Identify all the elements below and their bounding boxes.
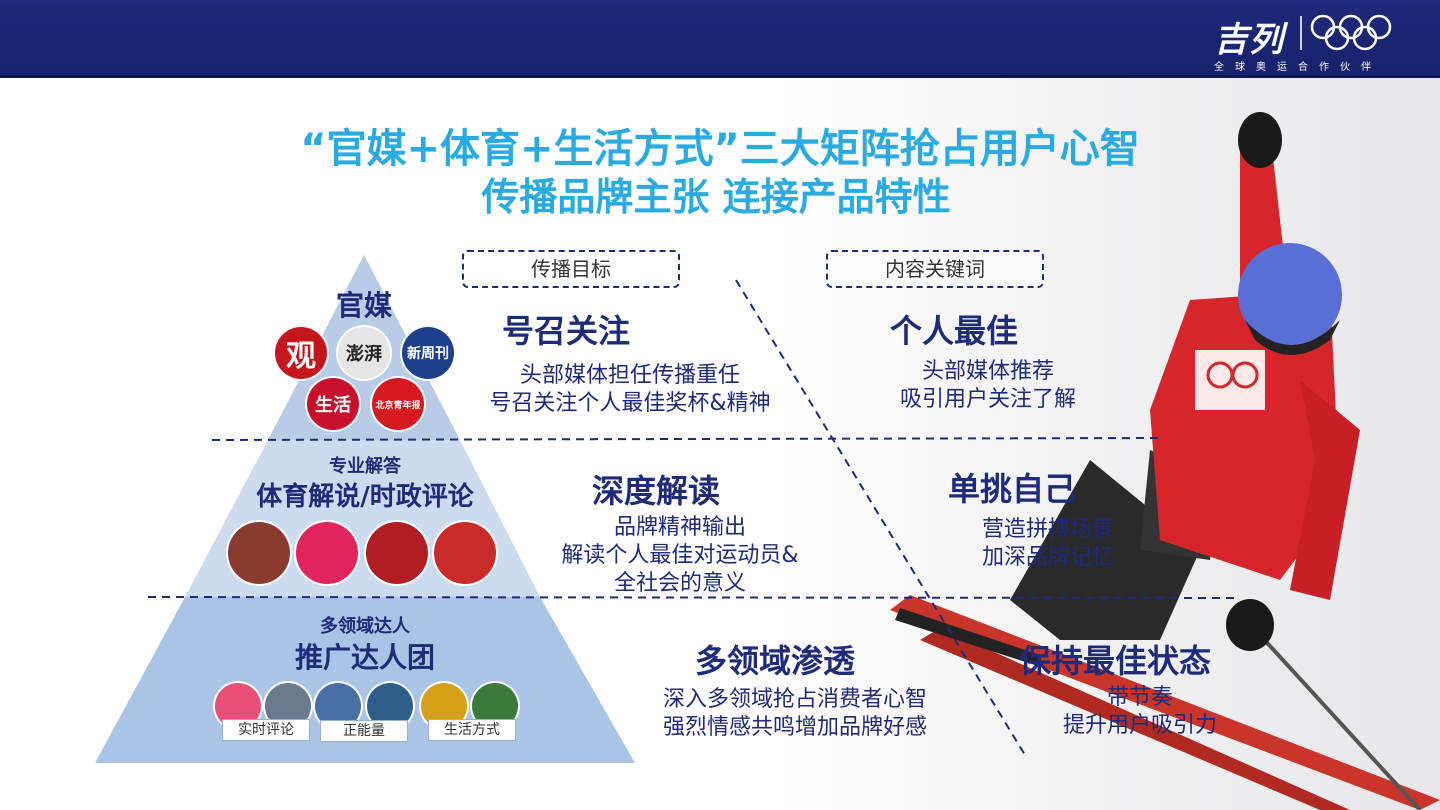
keyword-desc-3-line-1: 带节奏	[1106, 685, 1173, 710]
keyword-desc-3-line-2: 提升用户吸引力	[1062, 713, 1217, 738]
chip-positive-energy: 正能量	[320, 720, 408, 742]
keyword-desc-3: 带节奏 提升用户吸引力	[1040, 684, 1240, 740]
brand-logo: 吉列	[1214, 20, 1284, 60]
pengpai-logo-icon: 澎湃	[338, 327, 390, 379]
tier-top-title: 官媒	[335, 289, 392, 322]
goal-desc-1-line-2: 号召关注个人最佳奖杯&精神	[489, 391, 771, 416]
guancha-logo-icon: 观	[275, 327, 327, 379]
keyword-title-3: 保持最佳状态	[1018, 642, 1211, 680]
goal-desc-2: 品牌精神输出 解读个人最佳对运动员& 全社会的意义	[540, 514, 820, 598]
host-avatar-icon	[366, 522, 428, 584]
keyword-desc-1-line-1: 头部媒体推荐	[921, 359, 1054, 384]
commentator-avatar-icon	[228, 522, 290, 584]
keyword-desc-1-line-2: 吸引用户关注了解	[899, 387, 1076, 412]
chip-realtime-comment: 实时评论	[222, 719, 310, 741]
tier-bottom-subtitle: 多领域达人	[320, 616, 410, 637]
olympic-rings-icon	[1310, 14, 1392, 51]
keyword-desc-2-line-2: 加深品牌记忆	[981, 545, 1114, 570]
goal-title-3: 多领域渗透	[694, 642, 855, 680]
athlete-avatar-icon	[434, 522, 496, 584]
goal-desc-3-line-2: 强烈情感共鸣增加品牌好感	[662, 715, 927, 740]
tier-middle-title: 体育解说/时政评论	[256, 482, 474, 512]
goal-desc-3-line-1: 深入多领域抢占消费者心智	[662, 687, 927, 712]
goal-desc-2-line-2: 解读个人最佳对运动员&	[561, 543, 799, 568]
brand-divider	[1300, 16, 1302, 50]
title-line-1: “官媒+体育+生活方式”三大矩阵抢占用户心智	[300, 126, 1140, 172]
chip-lifestyle: 生活方式	[428, 719, 516, 741]
keywords-label: 内容关键词	[826, 250, 1044, 288]
goal-desc-3: 深入多领域抢占消费者心智 强烈情感共鸣增加品牌好感	[630, 686, 960, 742]
goal-title-1: 号召关注	[501, 312, 630, 350]
keyword-title-2: 单挑自己	[947, 470, 1076, 508]
tier-middle-subtitle: 专业解答	[329, 456, 401, 477]
cartoon-avatar-icon	[296, 522, 358, 584]
header-bar: 吉列 全球奥运合作伙伴	[0, 0, 1440, 78]
goal-title-2: 深度解读	[591, 472, 720, 510]
goal-desc-1-line-1: 头部媒体担任传播重任	[519, 363, 740, 388]
brand-subtitle: 全球奥运合作伙伴	[1214, 62, 1382, 73]
goal-desc-1: 头部媒体担任传播重任 号召关注个人最佳奖杯&精神	[460, 362, 800, 418]
keyword-desc-1: 头部媒体推荐 吸引用户关注了解	[858, 358, 1118, 414]
bjyouth-logo-icon: 北京青年报	[372, 378, 424, 430]
tier-bottom-title: 推广达人团	[294, 641, 435, 674]
keyword-desc-2: 营造拼搏场景 加深品牌记忆	[948, 516, 1148, 572]
title-line-2: 传播品牌主张 连接产品特性	[481, 175, 951, 219]
xinzhoukan-logo-icon: 新周刊	[402, 327, 454, 379]
lifeweek-logo-icon: 生活	[307, 378, 359, 430]
goal-desc-2-line-3: 全社会的意义	[613, 571, 746, 596]
keyword-desc-2-line-1: 营造拼搏场景	[981, 517, 1114, 542]
goal-desc-2-line-1: 品牌精神输出	[613, 515, 746, 540]
skier-image	[890, 112, 1440, 810]
keyword-title-1: 个人最佳	[889, 312, 1018, 350]
goal-label: 传播目标	[462, 250, 680, 288]
